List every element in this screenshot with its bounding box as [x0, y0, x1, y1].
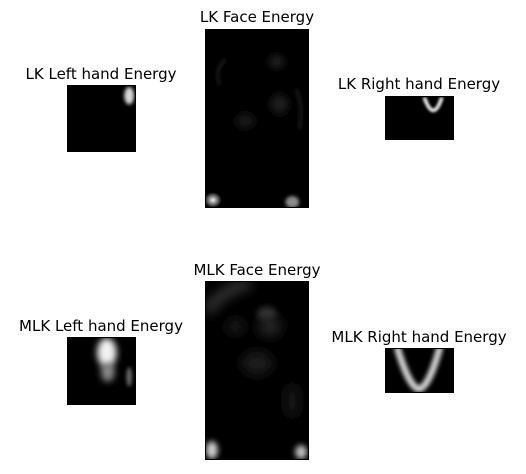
mlk-left-hand-title: MLK Left hand Energy — [19, 317, 183, 335]
mlk-left-hand-energy-image — [67, 337, 136, 405]
mlk-right-hand-title: MLK Right hand Energy — [331, 328, 507, 346]
lk-right-hand-title: LK Right hand Energy — [337, 75, 501, 93]
mlk-face-title: MLK Face Energy — [193, 261, 321, 279]
mlk-face-energy-image — [205, 281, 309, 460]
lk-left-hand-energy-image — [67, 85, 136, 152]
lk-left-hand-title: LK Left hand Energy — [25, 65, 177, 83]
lk-face-energy-image — [205, 29, 309, 208]
lk-face-title: LK Face Energy — [199, 8, 315, 26]
lk-right-hand-energy-image — [385, 96, 454, 140]
mlk-right-hand-energy-image — [385, 348, 454, 393]
